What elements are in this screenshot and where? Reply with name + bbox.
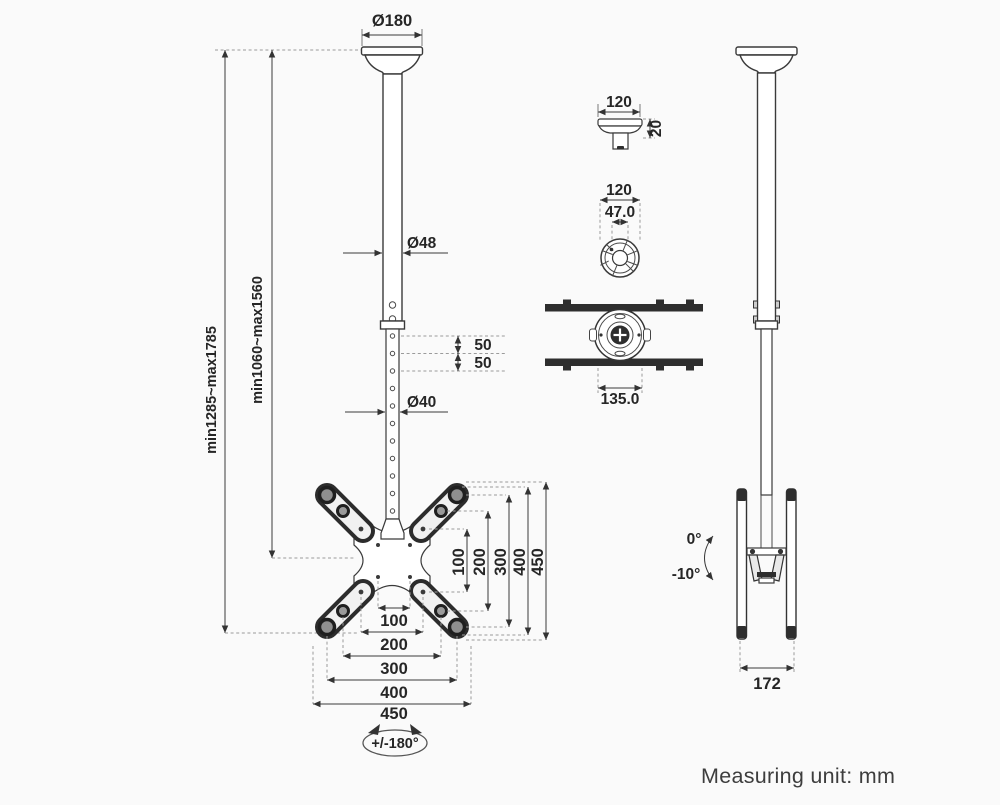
flange-detail: 120 47.0: [599, 182, 641, 278]
label-hole-pitch-bottom: 50: [474, 355, 491, 372]
measuring-unit-note: Measuring unit: mm: [701, 764, 895, 788]
bracket-side-plates: [736, 488, 797, 640]
dim-vesa-vertical: 100 200 300 400 450: [429, 481, 550, 641]
label-vesa-h-100: 100: [380, 612, 408, 630]
dim-vesa-horizontal: 100 200 300 400 450: [312, 581, 472, 723]
vesa-plate-holes: [358, 526, 426, 595]
label-vesa-h-300: 300: [380, 660, 408, 678]
tilt-annotation: 0° -10°: [672, 531, 714, 583]
cap-lip: [598, 125, 642, 134]
rotate-arrow-right-icon: [410, 724, 422, 735]
label-tilt-max: 0°: [687, 531, 702, 548]
pivot-bolt: [777, 548, 784, 555]
tilt-dark-strip: [757, 572, 776, 577]
pivot-bolt: [749, 548, 756, 555]
pole-collar: [379, 320, 406, 330]
label-lower-pole-diameter: Ø40: [407, 394, 436, 411]
label-vesa-v-200: 200: [471, 548, 489, 576]
label-vesa-h-400: 400: [380, 684, 408, 702]
label-upper-pole-diameter: Ø48: [407, 235, 437, 252]
label-vesa-h-200: 200: [380, 636, 408, 654]
dim-hub-width: 135.0: [597, 368, 643, 408]
side-knob: [775, 300, 780, 309]
flange-screw-hole: [609, 247, 614, 252]
label-flange-inner-diameter: 47.0: [605, 204, 635, 221]
hub-circle: [589, 308, 651, 362]
lower-pole: [385, 328, 400, 520]
cap-detail: 120 20: [597, 94, 665, 150]
pole-foot: [380, 518, 405, 540]
label-cap-height: 20: [648, 120, 665, 137]
vesa-arms: [315, 483, 469, 639]
pole-collar-side: [754, 320, 779, 330]
label-vesa-h-450: 450: [380, 705, 408, 723]
dim-upper-pole-diameter: Ø48: [343, 235, 448, 257]
dim-cap-width: 120: [597, 94, 641, 117]
dim-overall-height: min1285~max1785: [204, 50, 358, 634]
lower-pole-side: [760, 328, 773, 496]
dim-lower-pole-diameter: Ø40: [345, 394, 448, 416]
dim-ceiling-plate-diameter: Ø180: [361, 12, 423, 46]
tilt-arc-arrow: [704, 535, 714, 581]
front-view: Ø180: [204, 12, 550, 757]
hub-ear-left: [589, 328, 597, 342]
label-pole-height-range: min1060~max1560: [250, 276, 266, 404]
rotate-arrow-left-icon: [368, 724, 380, 735]
label-hole-pitch-top: 50: [474, 337, 491, 354]
cap-stem-slot: [617, 146, 624, 150]
upper-pole: [382, 73, 403, 322]
dim-bracket-depth: 172: [739, 641, 795, 693]
dim-pole-height: min1060~max1560: [250, 50, 356, 559]
ceiling-rails: [545, 299, 703, 371]
label-vesa-v-450: 450: [529, 548, 547, 576]
tilt-arm-left: [748, 554, 763, 582]
label-cap-width: 120: [606, 94, 632, 111]
side-view: 0° -10° 172: [672, 46, 798, 693]
tilt-arm-right: [770, 554, 785, 582]
upper-pole-side: [756, 72, 777, 322]
pole-lock-knob: [388, 301, 397, 309]
rotation-indicator: +/-180°: [362, 724, 428, 757]
side-knob: [753, 300, 758, 309]
label-bracket-depth: 172: [753, 675, 781, 693]
label-hub-width: 135.0: [601, 391, 640, 408]
hub-ear-right: [643, 328, 651, 342]
hub-detail: 135.0: [545, 299, 703, 408]
ceiling-plate-side: [735, 46, 798, 74]
label-vesa-v-300: 300: [492, 548, 510, 576]
label-tilt-min: -10°: [672, 566, 701, 583]
pole-adjustment-holes: [389, 333, 396, 514]
label-overall-height-range: min1285~max1785: [204, 326, 220, 454]
label-vesa-v-100: 100: [450, 548, 468, 576]
cap-top: [597, 118, 643, 127]
tilt-crossbar: [746, 547, 787, 556]
label-ceiling-plate-diameter: Ø180: [372, 12, 412, 30]
label-rotation-range: +/-180°: [371, 736, 419, 752]
flange-circle: [600, 238, 640, 278]
label-vesa-v-400: 400: [511, 548, 529, 576]
label-flange-diameter: 120: [606, 182, 632, 199]
ceiling-plate-front: [360, 46, 424, 75]
dim-hole-pitch: 50 50: [401, 335, 505, 372]
dim-cap-height: 20: [643, 118, 665, 139]
tilt-lower-plate: [758, 577, 775, 584]
